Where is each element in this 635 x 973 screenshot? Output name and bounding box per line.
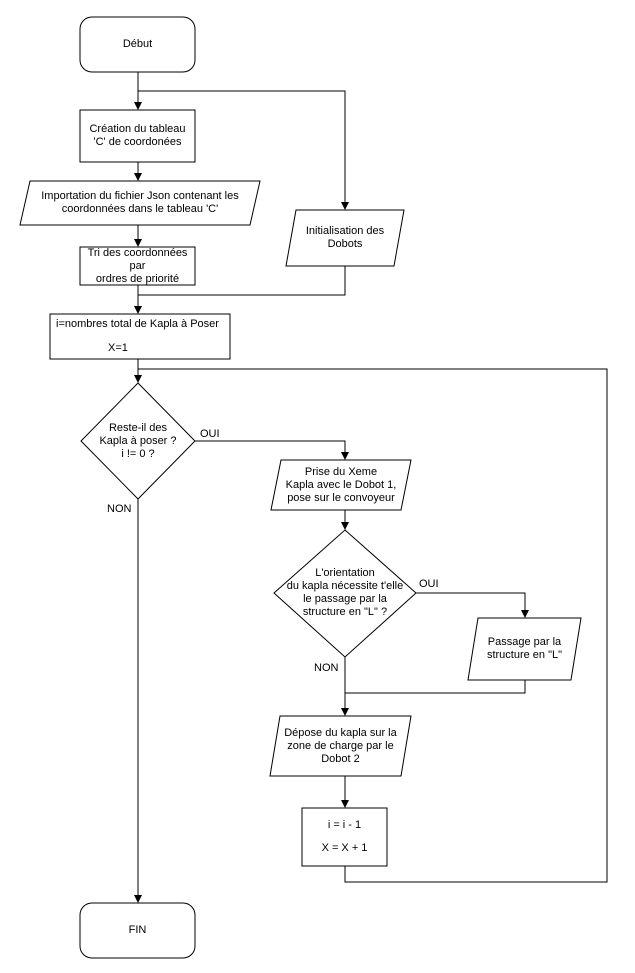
update-vars-label: i = i - 1 X = X + 1 xyxy=(302,808,387,866)
edge-yes-to-structure xyxy=(416,592,529,618)
take-kapla-line-3: pose sur le convoyeur xyxy=(287,491,395,504)
start-text: Début xyxy=(122,38,153,50)
update-vars-line-1: i = i - 1 xyxy=(327,818,362,831)
end-label: FIN xyxy=(80,903,195,958)
deposit-line-3: Dobot 2 xyxy=(321,752,360,765)
start-label: Début xyxy=(80,17,195,72)
remaining-decision-label: Reste-il des Kapla à poser ? i != 0 ? xyxy=(86,416,190,466)
deposit-line-1: Dépose du kapla sur la xyxy=(284,726,397,739)
remaining-line-3: i != 0 ? xyxy=(121,447,155,460)
init-vars-label: i=nombres total de Kapla à Poser X=1 xyxy=(50,314,230,359)
create-table-line-2: 'C' de coordonées xyxy=(93,136,182,148)
edge-loop-back xyxy=(138,368,608,883)
init-dobots-line-2: Dobots xyxy=(327,238,363,250)
import-json-line-1: Importation du fichier Json contenant le… xyxy=(41,190,239,202)
sort-coords-line-2: ordres de priorité xyxy=(95,272,180,285)
deposit-line-2: zone de charge par le xyxy=(287,739,394,752)
pass-structure-io xyxy=(467,617,582,681)
init-dobots-label: Initialisation des Dobots xyxy=(291,210,399,266)
sort-coords-process xyxy=(79,246,196,286)
end-text: FIN xyxy=(128,924,147,936)
init-vars-line-2: X=1 xyxy=(108,342,128,354)
take-kapla-label: Prise du Xeme Kapla avec le Dobot 1, pos… xyxy=(276,460,406,510)
edge-structure-merge xyxy=(345,680,526,694)
orientation-line-4: structure en "L" ? xyxy=(302,606,388,618)
create-table-process xyxy=(79,109,196,163)
deposit-kapla-io xyxy=(269,715,412,777)
take-kapla-line-2: Kapla avec le Dobot 1, xyxy=(285,478,397,491)
init-vars-process xyxy=(49,313,231,360)
orientation-line-3: le passage par la xyxy=(303,593,387,605)
pass-structure-line-2: structure en "L" xyxy=(486,649,563,661)
create-table-label: Création du tableau 'C' de coordonées xyxy=(80,110,195,162)
pass-structure-label: Passage par la structure en "L" xyxy=(473,618,576,680)
init-dobots-io xyxy=(285,209,405,267)
update-vars-line-2: X = X + 1 xyxy=(321,842,368,855)
take-kapla-line-1: Prise du Xeme xyxy=(304,465,378,478)
init-vars-line-1: i=nombres total de Kapla à Poser xyxy=(56,318,219,330)
remaining-line-1: Reste-il des xyxy=(108,421,168,434)
deposit-kapla-label: Dépose du kapla sur la zone de charge pa… xyxy=(275,716,406,776)
init-dobots-line-1: Initialisation des xyxy=(305,225,385,237)
edge-label-no-2: NON xyxy=(314,662,339,674)
create-table-line-1: Création du tableau xyxy=(89,123,186,135)
edge-yes-to-take xyxy=(195,440,349,460)
edge-label-yes-1: OUI xyxy=(200,428,220,440)
take-kapla-io xyxy=(270,459,412,511)
remaining-line-2: Kapla à poser ? xyxy=(99,434,177,447)
edge-dobots-merge xyxy=(138,266,346,296)
sort-coords-line-1: Tri des coordonnées par xyxy=(87,246,188,272)
edge-label-yes-2: OUI xyxy=(419,578,439,590)
edge-to-init-dobots xyxy=(138,90,349,210)
import-json-io xyxy=(19,180,261,226)
edge-label-no-1: NON xyxy=(107,503,132,515)
sort-coords-label: Tri des coordonnées par ordres de priori… xyxy=(80,247,195,285)
orientation-line-1: L'orientation xyxy=(315,567,375,579)
end-terminal xyxy=(79,902,196,959)
orientation-line-2: du kapla nécessite t'elle xyxy=(286,580,404,592)
import-json-line-2: coordonnées dans le tableau 'C' xyxy=(61,203,219,215)
pass-structure-line-1: Passage par la xyxy=(487,636,562,648)
import-json-label: Importation du fichier Json contenant le… xyxy=(25,181,255,225)
orientation-decision-label: L'orientation du kapla nécessite t'elle … xyxy=(274,563,416,623)
update-vars-process xyxy=(301,807,388,867)
